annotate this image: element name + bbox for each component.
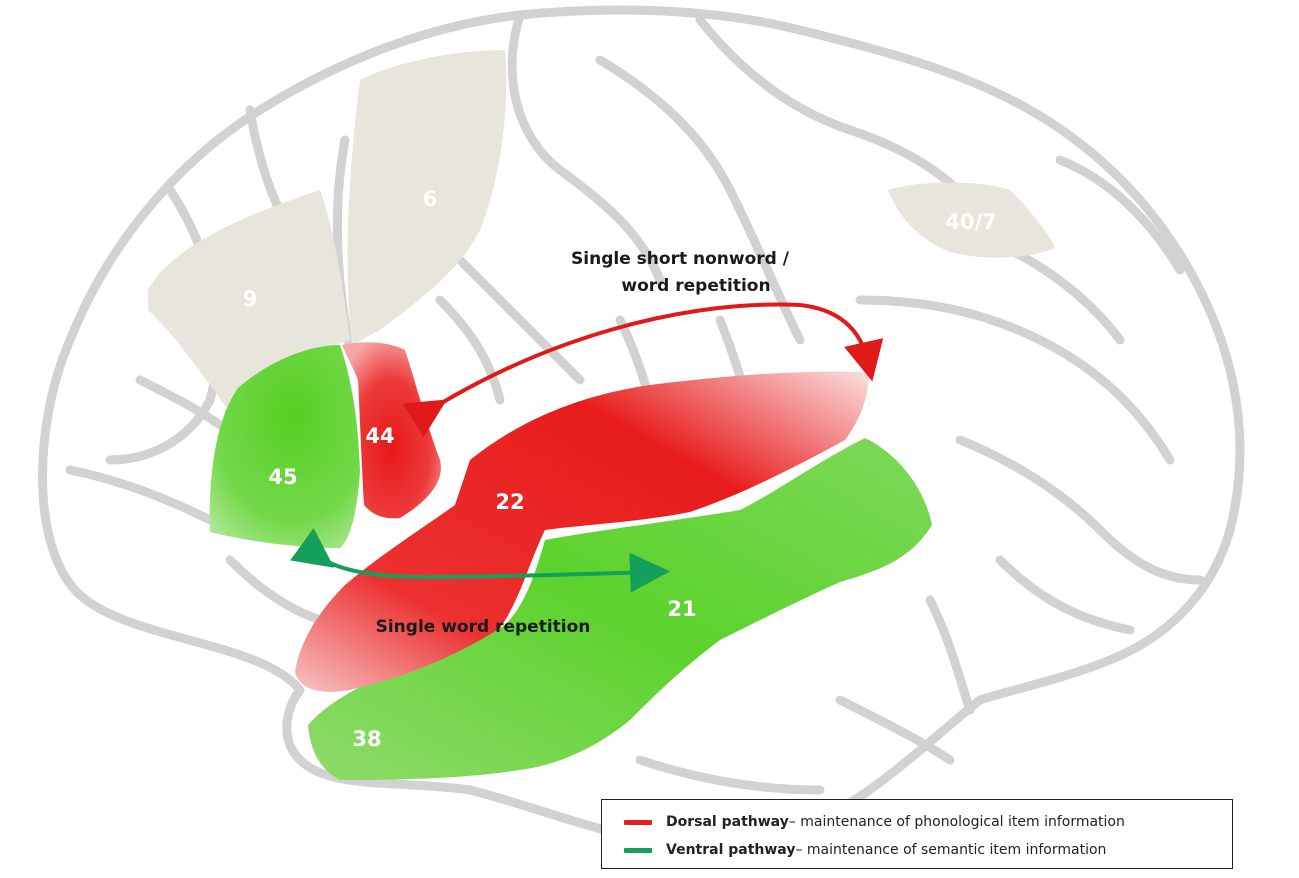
legend-dorsal-name: Dorsal pathway <box>666 814 789 830</box>
area-labels: 9 6 40/7 44 45 22 21 38 <box>243 187 997 751</box>
dorsal-areas <box>295 342 869 692</box>
area-44-region <box>342 342 441 519</box>
pathway-arrows <box>290 302 884 593</box>
annotations: Single short nonword / word repetition S… <box>376 249 790 637</box>
dorsal-annotation-line1: Single short nonword / <box>571 249 790 269</box>
area-21-38-region <box>308 438 932 780</box>
legend-item-dorsal: Dorsal pathway – maintenance of phonolog… <box>624 810 1125 834</box>
dorsal-annotation-line2: word repetition <box>621 276 770 296</box>
legend-ventral-name: Ventral pathway <box>666 842 796 858</box>
ventral-swatch <box>624 847 652 853</box>
area-45-region <box>209 345 360 548</box>
inactive-areas <box>148 50 1055 410</box>
area-22-region <box>295 371 869 692</box>
area-6-region <box>347 50 507 345</box>
legend-dorsal-desc: – maintenance of phonological item infor… <box>788 814 1125 830</box>
area-9-label: 9 <box>243 287 258 311</box>
area-38-label: 38 <box>352 727 381 751</box>
legend-item-ventral: Ventral pathway – maintenance of semanti… <box>624 838 1106 862</box>
area-21-label: 21 <box>667 597 696 621</box>
area-44-label: 44 <box>365 424 394 448</box>
ventral-areas <box>209 345 932 780</box>
area-6-label: 6 <box>423 187 438 211</box>
dorsal-swatch <box>624 819 652 825</box>
ventral-annotation: Single word repetition <box>376 617 591 637</box>
area-40-7-label: 40/7 <box>945 210 997 234</box>
ventral-arrow <box>290 528 670 593</box>
legend: Dorsal pathway – maintenance of phonolog… <box>601 799 1233 869</box>
area-22-label: 22 <box>495 490 524 514</box>
dorsal-arrow <box>402 302 884 438</box>
area-45-label: 45 <box>268 465 297 489</box>
area-40-7-region <box>888 182 1055 258</box>
legend-ventral-desc: – maintenance of semantic item informati… <box>795 842 1107 858</box>
